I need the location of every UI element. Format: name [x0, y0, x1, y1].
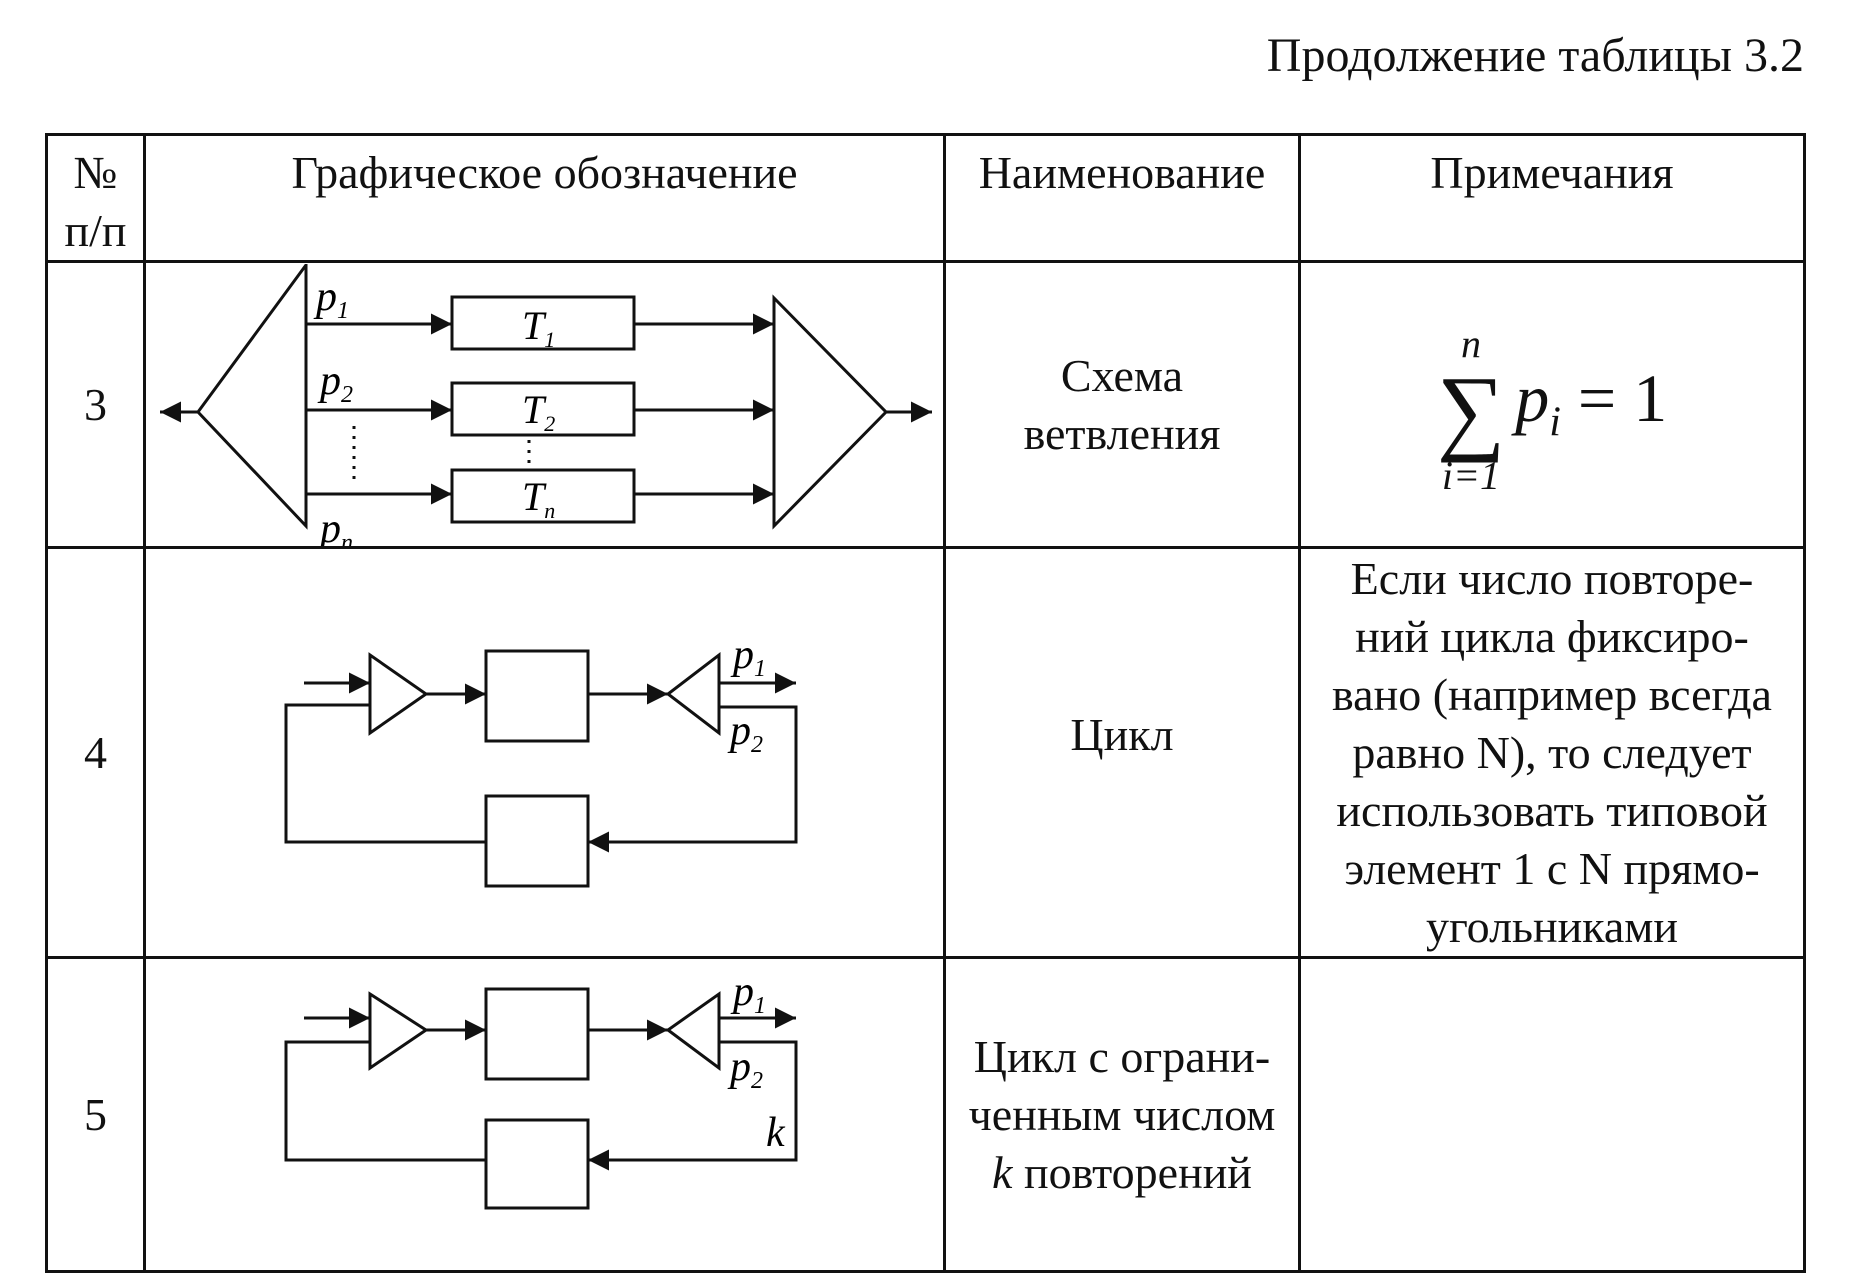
fork-triangle: [196, 263, 308, 530]
label-t2-sub: 2: [544, 411, 555, 436]
label-k: k: [766, 1110, 786, 1156]
note-line: использовать типовой: [1336, 784, 1768, 836]
label-p2-sub: 2: [341, 382, 353, 408]
diagram-cell: p1 p2 pn T1 T2 Tn: [143, 260, 946, 549]
sum-lower-limit: i=1: [1442, 456, 1500, 496]
label-p1: p1: [313, 274, 349, 324]
element-name-line2: ченным числом: [968, 1088, 1276, 1140]
feedback-line: [284, 1040, 486, 1161]
sum-body: pi = 1: [1515, 364, 1667, 452]
k-variable: k: [992, 1146, 1013, 1198]
note-line: ний цикла фиксиро-: [1355, 610, 1749, 662]
label-pn: pn: [317, 506, 353, 546]
table-row: 4: [45, 546, 1806, 959]
counter-box: [484, 1118, 590, 1209]
feedback-line: [284, 703, 486, 843]
diagram-cell: p1 p2: [143, 546, 946, 959]
decision-triangle: [665, 990, 721, 1071]
label-t1-sub: 1: [544, 327, 555, 352]
note-cell: Если число повторе- ний цикла фиксиро- в…: [1298, 546, 1806, 959]
sum-upper-limit: n: [1460, 321, 1481, 366]
label-p2: p2: [317, 358, 353, 408]
sigma-sign: ∑: [1436, 356, 1506, 463]
sum-rhs: = 1: [1577, 359, 1668, 436]
header-number-line2: п/п: [64, 205, 127, 256]
note-cell: [1298, 956, 1806, 1273]
label-p1: p1: [730, 969, 766, 1019]
branching-diagram: p1 p2 pn T1 T2 Tn: [160, 263, 932, 546]
note-line: равно N), то следует: [1352, 726, 1752, 778]
sum-variable: p: [1515, 359, 1550, 436]
label-p1: p1: [730, 632, 766, 682]
sum-lower-limit-text: i=1: [1441, 453, 1501, 498]
element-name-line1: Цикл: [1070, 708, 1174, 760]
header-name: Наименование: [943, 133, 1301, 263]
element-name-line3: k повторений: [992, 1146, 1252, 1198]
row-number: 3: [45, 260, 146, 549]
note-line: вано (например всегда: [1332, 668, 1772, 720]
loop-body-box: [484, 649, 590, 742]
loop-return-box: [484, 794, 590, 887]
label-tn-sub: n: [544, 498, 555, 523]
header-notes: Примечания: [1298, 133, 1806, 263]
element-name-line2: ветвления: [1023, 407, 1221, 459]
label-p1-sub: 1: [754, 656, 766, 682]
note-line: элемент 1 с N прямо-: [1344, 842, 1760, 894]
bounded-cycle-diagram: p1 p2 k: [284, 969, 798, 1209]
note-line: угольниками: [1425, 900, 1679, 952]
header-graphic: Графическое обозначение: [143, 133, 946, 263]
loop-body-box: [484, 987, 590, 1080]
return-path-p2: [588, 705, 798, 852]
note-line: Если число повторе-: [1350, 552, 1754, 604]
return-path-p2: [588, 1040, 798, 1170]
label-p2: p2: [727, 1044, 763, 1094]
element-name: Схема ветвления: [943, 260, 1301, 549]
note-cell: n ∑ i=1 pi = 1: [1298, 260, 1806, 549]
header-number-line1: №: [73, 147, 118, 198]
row-number: 5: [45, 956, 146, 1273]
table-row: 5: [45, 956, 1806, 1273]
symbols-table: № п/п Графическое обозначение Наименован…: [45, 133, 1806, 1273]
table-header-row: № п/п Графическое обозначение Наименован…: [45, 133, 1806, 263]
join-triangle: [772, 293, 889, 530]
decision-triangle: [665, 651, 721, 736]
table-caption: Продолжение таблицы 3.2: [1266, 29, 1804, 82]
element-name-line1: Схема: [1060, 349, 1184, 401]
element-name: Цикл с ограни- ченным числом k повторени…: [943, 956, 1301, 1273]
label-p1-sub: 1: [337, 298, 349, 324]
element-name-line1: Цикл с ограни-: [973, 1030, 1271, 1082]
label-p2-sub: 2: [751, 732, 763, 758]
label-p2-sub: 2: [751, 1068, 763, 1094]
label-t2: T2: [522, 387, 555, 436]
label-pn-sub: n: [341, 530, 353, 546]
box-tn: [450, 468, 636, 523]
merge-triangle: [368, 651, 429, 736]
element-name: Цикл: [943, 546, 1301, 959]
cycle-diagram: p1 p2: [284, 632, 798, 887]
sum-operator: n ∑ i=1: [1437, 324, 1505, 496]
sum-variable-index: i: [1549, 399, 1561, 446]
header-number: № п/п: [45, 133, 146, 263]
row-number: 4: [45, 546, 146, 959]
table-row: 3: [45, 260, 1806, 549]
label-tn: Tn: [522, 474, 555, 523]
diagram-cell: p1 p2 k: [143, 956, 946, 1273]
label-p1-sub: 1: [754, 993, 766, 1019]
label-t1: T1: [522, 303, 555, 352]
label-p2: p2: [727, 708, 763, 758]
sum-formula: n ∑ i=1 pi = 1: [1437, 324, 1667, 496]
merge-triangle: [368, 990, 429, 1071]
